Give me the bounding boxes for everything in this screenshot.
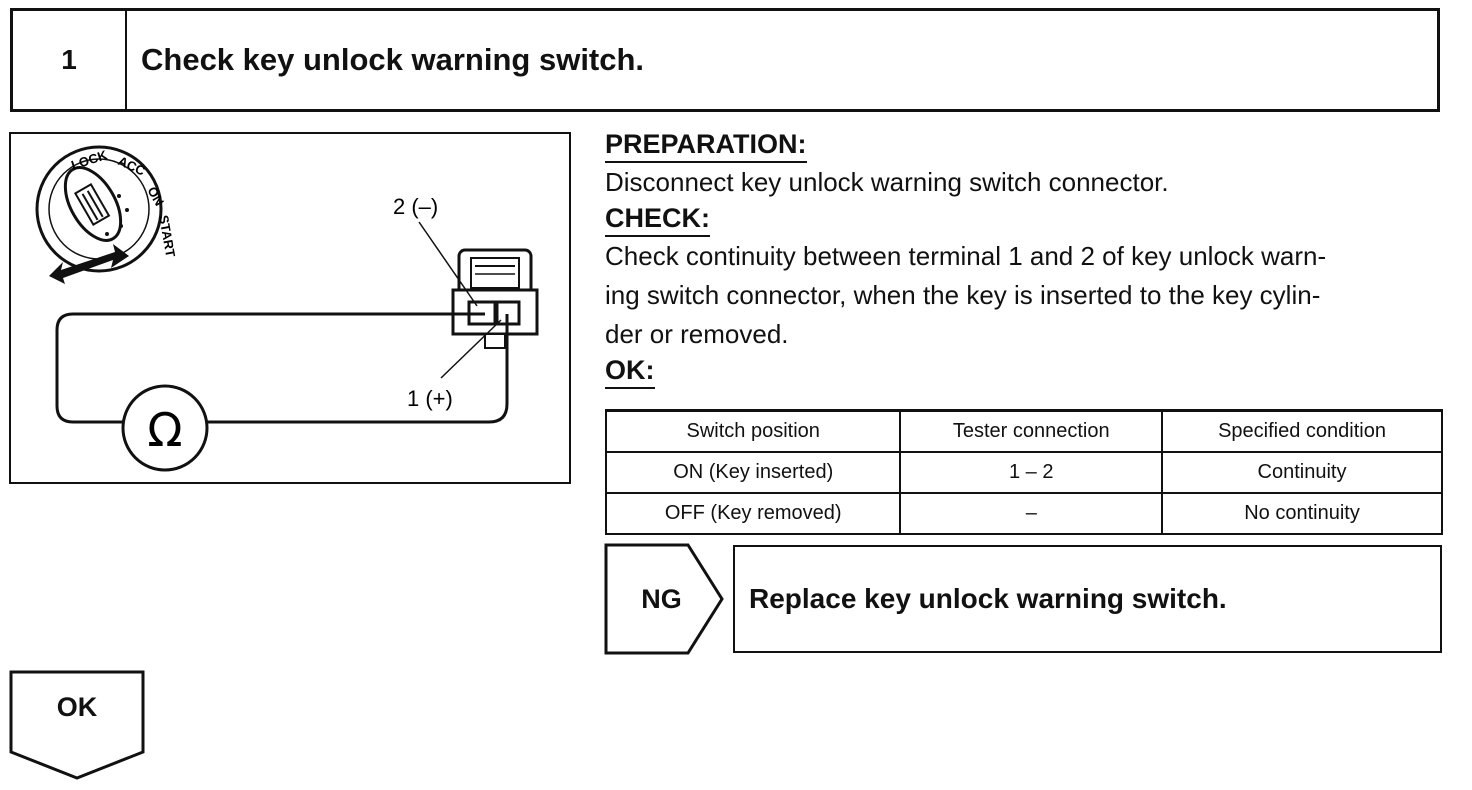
table-cell: No continuity (1161, 492, 1443, 535)
instruction-text: PREPARATION: Disconnect key unlock warni… (605, 128, 1445, 389)
table-row: ON (Key inserted) 1 – 2 Continuity (604, 451, 1443, 494)
ok-result: OK (9, 670, 149, 782)
check-text-line-1: Check continuity between terminal 1 and … (605, 241, 1327, 271)
label-start: START (156, 214, 178, 258)
table-cell: ON (Key inserted) (604, 451, 902, 494)
check-heading: CHECK: (605, 202, 710, 237)
column-header: Specified condition (1161, 409, 1443, 453)
table-cell: 1 – 2 (899, 451, 1164, 494)
specification-table: Switch position Tester connection Specif… (604, 409, 1443, 535)
ng-action-text: Replace key unlock warning switch. (733, 545, 1442, 653)
check-section: CHECK: Check continuity between terminal… (605, 202, 1445, 354)
wiring-diagram: LOCK ACC ON START 2 (–) 1 (+) Ω (35, 145, 539, 472)
table-header-row: Switch position Tester connection Specif… (604, 409, 1443, 453)
tester-lead-minus (55, 312, 485, 424)
terminal-2-label: 2 (–) (393, 194, 438, 219)
ok-label: OK (56, 692, 98, 722)
terminal-1-label: 1 (+) (407, 386, 453, 411)
preparation-section: PREPARATION: Disconnect key unlock warni… (605, 128, 1445, 202)
ng-arrow-icon (604, 543, 724, 655)
ohmmeter-icon (121, 384, 209, 472)
column-header: Tester connection (899, 409, 1164, 453)
switch-connector-icon (451, 248, 539, 349)
ng-label: NG (641, 583, 682, 614)
table-cell: Continuity (1161, 451, 1443, 494)
step-title: Check key unlock warning switch. (141, 42, 645, 77)
label-acc: ACC (116, 153, 148, 179)
step-header: 1 Check key unlock warning switch. (10, 8, 1440, 112)
tester-lead-plus (207, 314, 509, 424)
ok-section: OK: (605, 354, 1445, 389)
table-cell: OFF (Key removed) (604, 492, 902, 535)
ignition-cylinder-icon (35, 145, 163, 284)
ng-result: NG Replace key unlock warning switch. (604, 543, 1444, 655)
preparation-text: Disconnect key unlock warning switch con… (605, 167, 1169, 197)
ok-arrow-icon (9, 670, 145, 780)
step-number: 1 (13, 11, 127, 109)
check-text-line-2: ing switch connector, when the key is in… (605, 280, 1321, 310)
check-text-line-3: der or removed. (605, 319, 789, 349)
label-on: ON (144, 184, 167, 208)
table-cell: – (899, 492, 1164, 535)
column-header: Switch position (604, 409, 902, 453)
ok-heading: OK: (605, 354, 655, 389)
ohm-symbol: Ω (147, 403, 182, 457)
table-row: OFF (Key removed) – No continuity (604, 492, 1443, 535)
preparation-heading: PREPARATION: (605, 128, 807, 163)
wiring-illustration: LOCK ACC ON START 2 (–) 1 (+) Ω (9, 132, 571, 484)
